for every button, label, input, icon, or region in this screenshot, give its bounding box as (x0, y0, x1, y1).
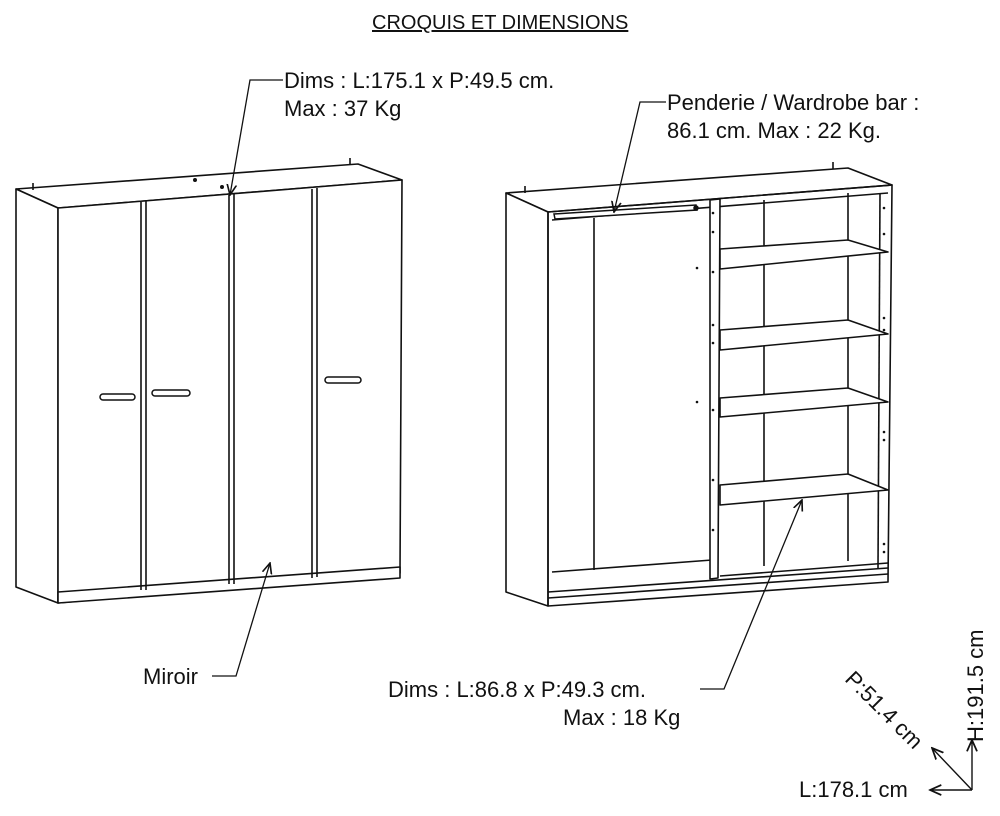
closed-wardrobe (15, 158, 403, 604)
top-dims-label: Dims : L:175.1 x P:49.5 cm. (284, 68, 555, 93)
shelf-dims-label: Dims : L:86.8 x P:49.3 cm. (388, 677, 646, 702)
wardrobe-bar-label: Penderie / Wardrobe bar : (667, 90, 920, 115)
mirror-label: Miroir (143, 664, 198, 689)
shelf-max-weight-label: Max : 18 Kg (563, 705, 681, 730)
dimension-axes (930, 740, 972, 790)
height-dimension-label: H:191.5 cm (963, 629, 988, 743)
door-handles (99, 376, 362, 401)
top-max-weight-label: Max : 37 Kg (284, 96, 402, 121)
open-wardrobe (505, 162, 893, 607)
wardrobe-bar-max-label: 86.1 cm. Max : 22 Kg. (667, 118, 881, 143)
leader-lines (212, 79, 802, 690)
width-dimension-label: L:178.1 cm (799, 777, 908, 802)
diagram-title: CROQUIS ET DIMENSIONS (372, 12, 629, 34)
wardrobe-bar (553, 204, 699, 220)
shelf-pin-holes (695, 206, 886, 554)
